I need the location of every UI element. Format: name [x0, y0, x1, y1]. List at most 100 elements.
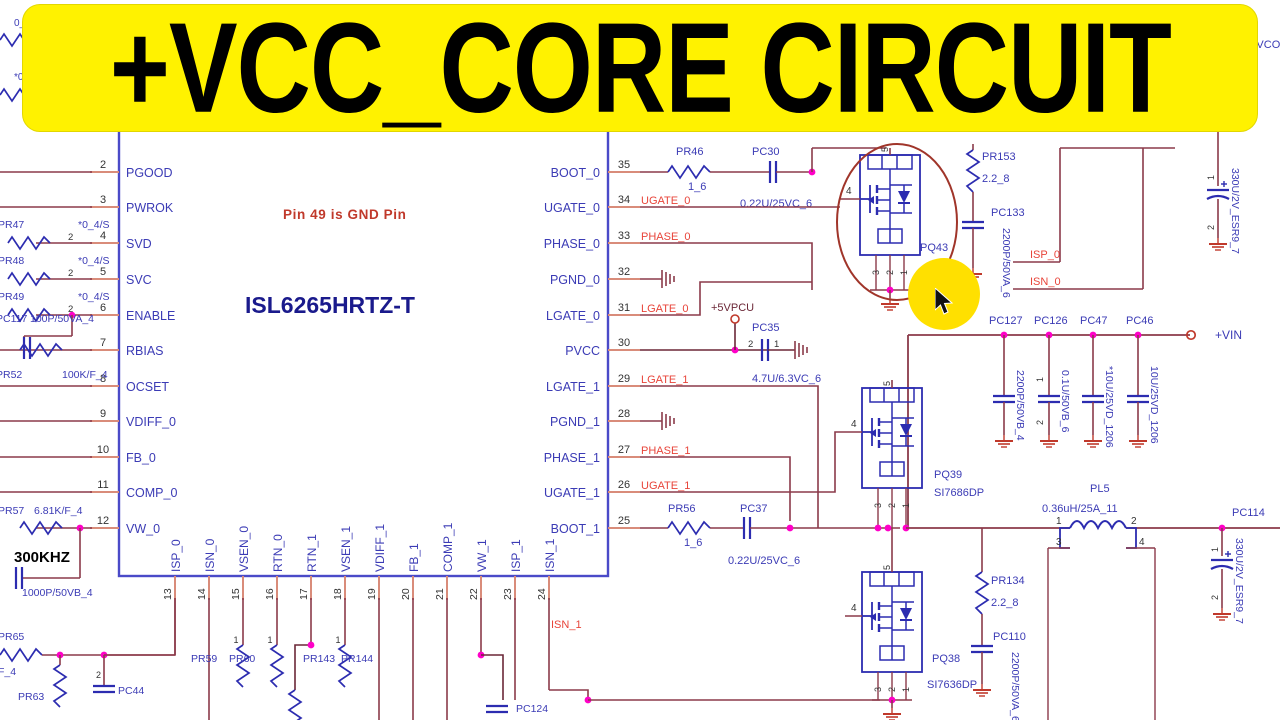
pin-num-29: 29	[618, 373, 630, 385]
pin-label-fb0: FB_0	[126, 451, 156, 465]
boot0-network: PR46 1_6 PC30 0.22U/25VC_6	[640, 146, 886, 290]
pin-num-12: 12	[97, 515, 109, 527]
pin-5: 5	[882, 565, 892, 570]
net-label-phase1: PHASE_1	[641, 445, 691, 457]
freq-label: 300KHZ	[14, 549, 70, 566]
pin-label-rbias: RBIAS	[126, 344, 164, 358]
ref-pc44: PC44	[118, 685, 144, 697]
ref-pl5: PL5	[1090, 483, 1110, 495]
net-port-circle	[1185, 329, 1197, 341]
junction-dot	[786, 524, 794, 532]
mosfet-pq39: 4 5 3 2 1 PQ39 SI7686DP	[845, 380, 1048, 532]
net-label-isn0: ISN_0	[1030, 276, 1061, 288]
val-pc-vw: 1000P/50VB_4	[22, 587, 93, 599]
pin-label-phase0: PHASE_0	[544, 237, 600, 251]
pgnd0-ground	[640, 269, 675, 289]
ref-pr59: PR59	[191, 653, 217, 665]
pin-num-9: 9	[100, 408, 106, 420]
pin-1: 1	[1210, 547, 1220, 552]
pin-label-comp1: COMP_1	[441, 522, 455, 572]
pin-num-26: 26	[618, 479, 630, 491]
pin-label-ugate1: UGATE_1	[544, 486, 600, 500]
pin-num-6: 6	[100, 302, 106, 314]
ref-pr153: PR153	[982, 151, 1016, 163]
pin-num-32: 32	[618, 266, 630, 278]
ref-pr47: PR47	[0, 219, 24, 231]
pinnum-1: 1	[335, 635, 340, 645]
pin-4: 4	[846, 186, 852, 197]
pin-label-comp0: COMP_0	[126, 486, 177, 500]
pin-1: 1	[1206, 175, 1216, 180]
title-banner: +VCC_CORE CIRCUIT	[22, 4, 1258, 132]
pin-num-34: 34	[618, 194, 630, 206]
pin-num-30: 30	[618, 337, 630, 349]
val-pr48: *0_4/S	[78, 255, 110, 267]
pin-2: 2	[1131, 516, 1137, 527]
val-pc35: 4.7U/6.3VC_6	[752, 373, 821, 385]
pin-label-boot0: BOOT_0	[551, 166, 600, 180]
pin-label-rtn1: RTN_1	[305, 534, 319, 572]
cursor-highlight	[908, 258, 980, 330]
pin-num-15: 15	[230, 588, 242, 600]
pin-1: 1	[1056, 516, 1062, 527]
pin-2: 2	[885, 270, 895, 275]
pin-1: 1	[899, 270, 909, 275]
part-pq38: SI7636DP	[927, 679, 977, 691]
ref-pr144: PR144	[341, 653, 373, 665]
ref-pc124: PC124	[516, 703, 548, 715]
pin-2: 2	[1035, 420, 1045, 425]
ic-right-pins: 35 34 33 32 31 30 29 28 27 26 25 BOOT_0 …	[544, 159, 691, 536]
ref-pr48: PR48	[0, 255, 24, 267]
net-label-ugate1: UGATE_1	[641, 480, 690, 492]
net-label-isn1: ISN_1	[551, 619, 582, 631]
val-pr52: 100K/F_4	[62, 369, 108, 381]
ref-pr63: PR63	[18, 691, 44, 703]
val-pc30: 0.22U/25VC_6	[740, 198, 812, 210]
ref-pc30: PC30	[752, 146, 780, 158]
ic-bottom-pins: PC124 ISN_1 1 1 1 PR59 PR60 PR143 PR144 …	[104, 522, 592, 720]
pin-2-pc44: 2	[96, 670, 101, 680]
net-label-lgate0: LGATE_0	[641, 303, 689, 315]
ref-pr143: PR143	[303, 653, 335, 665]
pin-num-17: 17	[298, 588, 310, 600]
pinnum-pr47: 2	[68, 232, 73, 243]
pin-num-18: 18	[332, 588, 344, 600]
pin-label-pgnd0: PGND_0	[550, 273, 600, 287]
pin-num-35: 35	[618, 159, 630, 171]
pin-label-pvcc: PVCC	[565, 344, 600, 358]
ref-pr52: PR52	[0, 369, 22, 381]
ref-pc114: PC114	[1232, 507, 1265, 519]
pin-num-7: 7	[100, 337, 106, 349]
val-pc114: 330U/2V_ESR9_7	[1233, 538, 1245, 624]
pin-3: 3	[873, 503, 883, 508]
pin-2: 2	[748, 339, 753, 350]
highlight-ellipse	[836, 143, 958, 301]
pin-num-2: 2	[100, 159, 106, 171]
pin-label-vw1: VW_1	[475, 539, 489, 572]
ref-pr57: PR57	[0, 505, 24, 517]
pin-label-svc: SVC	[126, 273, 152, 287]
net-label-ugate0: UGATE_0	[641, 195, 690, 207]
pvcc-network: +5VPCU 2 PC35 4.7U/6.3VC_6 1	[640, 302, 821, 385]
val-pr47: *0_4/S	[78, 219, 110, 231]
lgate0-wire	[640, 281, 812, 316]
val-pc37: 0.22U/25VC_6	[728, 555, 800, 567]
pin-label-rtn0: RTN_0	[271, 534, 285, 572]
pin-num-3: 3	[100, 194, 106, 206]
ref-pr60: PR60	[229, 653, 255, 665]
ref-pc117: PC117	[0, 313, 27, 325]
mosfet-pq38: 4 5 3 2 1 PQ38 SI7636DP	[845, 528, 977, 720]
pin-4: 4	[851, 603, 857, 614]
pin-num-28: 28	[618, 408, 630, 420]
pin-num-16: 16	[264, 588, 276, 600]
pin-num-4: 4	[100, 230, 106, 242]
pin-num-8: 8	[100, 373, 106, 385]
pr153-pc133-branch: PR153 2.2_8 PC133 2200P/50VA_6	[960, 144, 1025, 298]
val-pr46: 1_6	[688, 181, 706, 193]
pin-1: 1	[1035, 377, 1045, 382]
ref-pc37: PC37	[740, 503, 768, 515]
val-pc127: 2200P/50VB_4	[1014, 370, 1026, 441]
net-label-5vpcu: +5VPCU	[711, 302, 754, 314]
pin-num-31: 31	[618, 302, 630, 314]
